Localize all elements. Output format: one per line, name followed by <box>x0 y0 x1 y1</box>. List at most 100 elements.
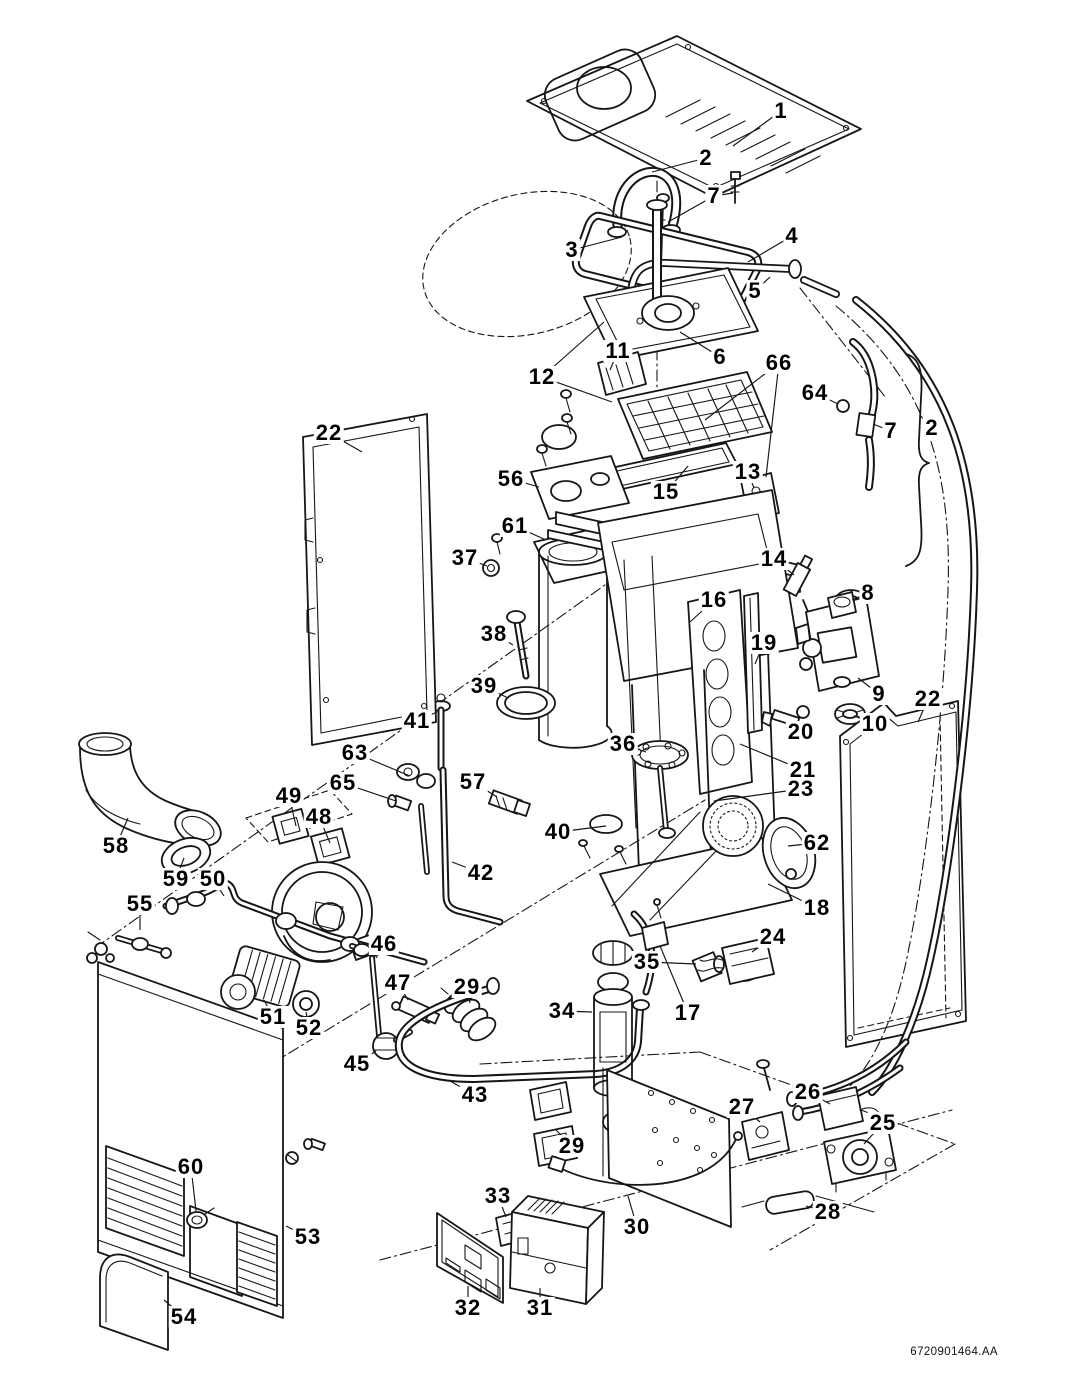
burner-tray <box>560 371 773 460</box>
part-label-45: 45 <box>341 1051 373 1076</box>
seal-ring-40 <box>578 814 627 865</box>
part-label-14: 14 <box>758 546 790 571</box>
part-label-16: 16 <box>698 587 730 612</box>
part-label-34: 34 <box>546 998 578 1023</box>
part-label-17: 17 <box>672 1000 704 1025</box>
part-label-9: 9 <box>870 681 888 706</box>
part-label-43: 43 <box>459 1082 491 1107</box>
part-label-54: 54 <box>168 1304 200 1329</box>
valve-55 <box>86 931 172 964</box>
part-label-47: 47 <box>382 970 414 995</box>
leader-line-17 <box>659 945 689 1014</box>
electrode-14 <box>782 554 814 615</box>
washer-52 <box>292 990 320 1018</box>
part-label-7a: 7 <box>705 183 723 208</box>
part-label-38: 38 <box>478 621 510 646</box>
part-label-8: 8 <box>859 580 877 605</box>
part-label-30: 30 <box>621 1214 653 1239</box>
cable-28 <box>741 1190 875 1215</box>
part-label-5: 5 <box>746 278 764 303</box>
part-label-35: 35 <box>631 949 663 974</box>
part-label-33: 33 <box>482 1183 514 1208</box>
part-label-37: 37 <box>449 545 481 570</box>
part-label-12: 12 <box>526 364 558 389</box>
pump-51 <box>220 945 301 1010</box>
fitting-46 <box>349 943 383 1049</box>
part-label-11: 11 <box>603 338 633 363</box>
part-label-15: 15 <box>650 479 682 504</box>
part-label-46: 46 <box>368 931 400 956</box>
channel-19 <box>743 592 763 734</box>
part-label-27: 27 <box>726 1094 758 1119</box>
gas-flange-25 <box>823 1127 897 1193</box>
part-label-61: 61 <box>499 513 531 538</box>
part-label-48: 48 <box>303 804 335 829</box>
part-label-29b: 29 <box>556 1133 588 1158</box>
part-label-24: 24 <box>757 924 789 949</box>
leader-line-66 <box>765 362 780 478</box>
part-label-49: 49 <box>273 783 305 808</box>
part-label-60: 60 <box>175 1154 207 1179</box>
part-label-63: 63 <box>339 740 371 765</box>
part-label-51: 51 <box>257 1004 289 1029</box>
bolt-38 <box>506 610 530 680</box>
part-label-55: 55 <box>124 891 156 916</box>
part-label-10: 10 <box>859 711 891 736</box>
part-label-50: 50 <box>197 866 229 891</box>
part-label-2b: 2 <box>923 415 941 440</box>
top-cover-panel <box>526 35 862 198</box>
front-panel-53 <box>97 961 326 1319</box>
part-label-40: 40 <box>542 819 574 844</box>
flange-plate-56 <box>530 413 630 520</box>
part-label-53: 53 <box>292 1224 324 1249</box>
pipe-42 <box>418 766 504 926</box>
part-label-52: 52 <box>293 1015 325 1040</box>
fitting-57 <box>487 789 531 817</box>
part-label-31: 31 <box>524 1295 556 1320</box>
part-label-1: 1 <box>772 98 790 123</box>
heat-exchanger-assembly <box>547 489 805 937</box>
part-label-22r: 22 <box>912 686 944 711</box>
part-label-36: 36 <box>607 731 639 756</box>
part-label-59: 59 <box>160 866 192 891</box>
part-label-25: 25 <box>867 1110 899 1135</box>
part-label-19: 19 <box>748 630 780 655</box>
control-box-31 <box>509 1195 605 1305</box>
gas-valve-9 <box>795 591 880 692</box>
part-label-56: 56 <box>495 466 527 491</box>
part-label-13: 13 <box>732 459 764 484</box>
ring-39 <box>496 686 556 720</box>
part-label-22l: 22 <box>313 420 345 445</box>
part-label-32: 32 <box>452 1295 484 1320</box>
part-label-39: 39 <box>468 673 500 698</box>
part-label-42: 42 <box>465 860 497 885</box>
control-mounting-plate <box>602 1067 732 1228</box>
part-label-18: 18 <box>801 895 833 920</box>
leader-line-2a <box>651 157 707 173</box>
transformer-27 <box>741 1059 790 1161</box>
part-label-7b: 7 <box>882 418 900 443</box>
flange-36 <box>631 740 689 839</box>
part-label-28: 28 <box>812 1199 844 1224</box>
part-label-58: 58 <box>100 833 132 858</box>
part-label-20: 20 <box>785 719 817 744</box>
part-label-23: 23 <box>785 776 817 801</box>
control-door-32 <box>436 1212 504 1304</box>
hose-group-right <box>835 296 979 1096</box>
bypass-pipe-43 <box>394 977 650 1084</box>
part-label-2a: 2 <box>697 145 715 170</box>
part-label-21: 21 <box>787 757 819 782</box>
part-label-66: 66 <box>763 350 795 375</box>
part-label-4: 4 <box>783 223 801 248</box>
part-label-65: 65 <box>327 770 359 795</box>
burner-top-plate <box>583 199 759 361</box>
nut-37 <box>482 533 503 577</box>
igniter-26 <box>817 1086 881 1143</box>
part-label-64: 64 <box>799 380 831 405</box>
document-code: 6720901464.AA <box>910 1346 998 1358</box>
clip-17 <box>641 898 669 951</box>
part-label-3: 3 <box>563 237 581 262</box>
part-label-41: 41 <box>401 708 433 733</box>
part-label-6: 6 <box>711 344 729 369</box>
